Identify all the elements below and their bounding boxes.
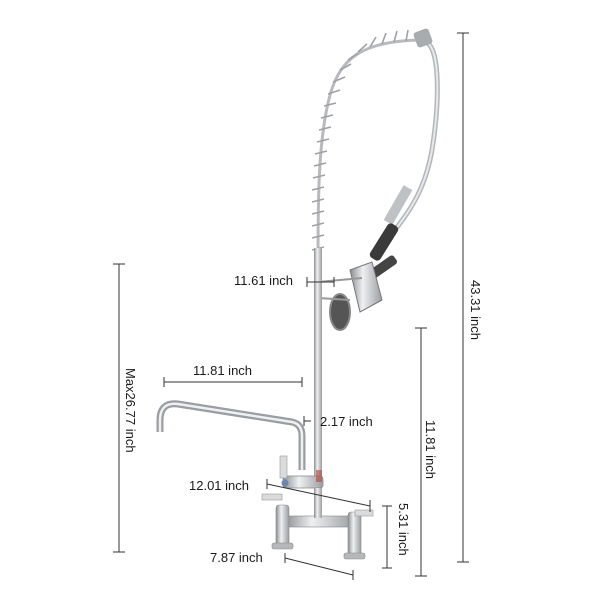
pre-rinse-sprayer — [317, 185, 413, 331]
valve-body — [279, 455, 324, 489]
deck-mount-base — [261, 488, 374, 560]
spray-hose — [392, 28, 440, 232]
faucet-width-label: 12.01 inch — [189, 478, 249, 493]
dimension-lines — [113, 32, 469, 580]
add-on-spout — [156, 400, 306, 470]
base-height-label: 5.31 inch — [396, 503, 411, 556]
spout-reach-label: 11.81 inch — [193, 363, 253, 378]
spout-height-label: 2.17 inch — [320, 414, 373, 429]
spring-coil — [311, 29, 426, 266]
center-spacing-label: 7.87 inch — [210, 550, 263, 565]
riser-height-label: 11.81 inch — [423, 420, 438, 480]
sprayer-reach-label: 11.61 inch — [234, 273, 294, 288]
overall-height-label: 43.31 inch — [468, 280, 483, 340]
riser-pipe — [314, 248, 322, 488]
max-height-label: Max26.77 inch — [123, 368, 138, 453]
